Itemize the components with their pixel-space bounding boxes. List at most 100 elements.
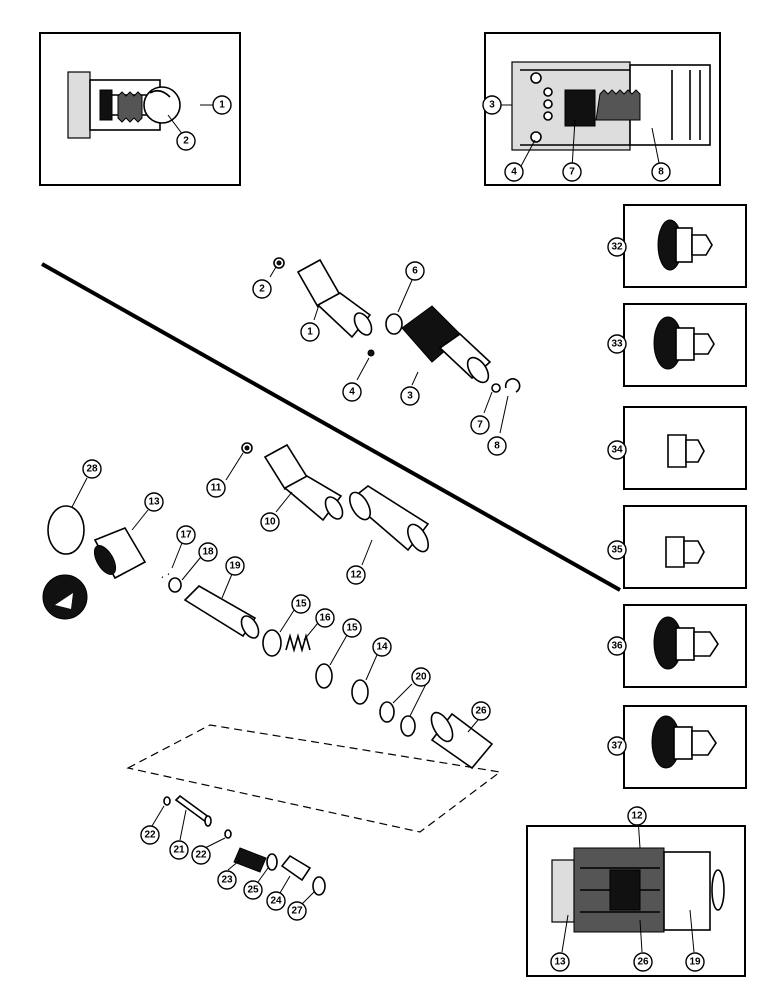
callout-26-inset: 26 [633,952,653,972]
callout-15-a: 15 [291,594,311,614]
callout-34: 34 [607,440,627,460]
svg-text:4: 4 [511,167,517,178]
callout-19: 19 [225,556,245,576]
callout-22-b: 22 [191,845,211,865]
callout-2-inset: 2 [176,131,196,151]
callout-24: 24 [266,891,286,911]
svg-text:26: 26 [475,706,487,717]
svg-text:36: 36 [611,641,623,652]
svg-text:28: 28 [86,464,98,475]
svg-text:34: 34 [611,445,623,456]
callout-11: 11 [206,478,226,498]
svg-text:1: 1 [219,100,225,111]
callout-28: 28 [82,459,102,479]
callout-8: 8 [487,436,507,456]
callout-labels: 1 2 3 4 7 8 2 1 6 3 4 7 8 11 10 12 28 13… [82,95,705,972]
tip-box-32 [623,204,747,288]
svg-text:2: 2 [183,136,189,147]
callout-3-inset: 3 [482,95,502,115]
upper-exploded-assembly [269,257,521,434]
svg-text:25: 25 [247,885,259,896]
callout-7: 7 [470,415,490,435]
tip-box-33 [623,303,747,387]
svg-text:22: 22 [144,830,156,841]
callout-33: 33 [607,334,627,354]
callout-12-inset: 12 [627,806,647,826]
tip-box-34 [623,406,747,490]
callout-26: 26 [471,701,491,721]
svg-text:16: 16 [319,613,331,624]
callout-3: 3 [400,386,420,406]
callout-37: 37 [607,736,627,756]
callout-6: 6 [405,261,425,281]
callout-22-a: 22 [140,825,160,845]
svg-text:17: 17 [180,530,192,541]
svg-text:6: 6 [412,266,418,277]
callout-4: 4 [342,382,362,402]
svg-text:8: 8 [658,167,664,178]
svg-text:8: 8 [494,441,500,452]
callout-12: 12 [346,565,366,585]
callout-21: 21 [169,840,189,860]
svg-text:3: 3 [489,100,495,111]
svg-text:15: 15 [295,599,307,610]
divider-line [41,262,621,592]
callout-20: 20 [411,667,431,687]
svg-text:24: 24 [270,896,282,907]
callout-1-inset: 1 [212,95,232,115]
svg-text:19: 19 [229,561,241,572]
callout-25: 25 [243,880,263,900]
callout-7-inset: 7 [562,162,582,182]
svg-text:27: 27 [291,906,303,917]
callout-4-inset: 4 [504,162,524,182]
callout-19-inset: 19 [685,952,705,972]
callout-13: 13 [144,492,164,512]
svg-text:7: 7 [569,167,575,178]
callout-13-inset: 13 [550,952,570,972]
svg-text:26: 26 [637,957,649,968]
svg-text:12: 12 [631,811,643,822]
tip-box-35 [623,505,747,589]
svg-text:23: 23 [221,875,233,886]
callout-16: 16 [315,608,335,628]
callout-18: 18 [198,542,218,562]
svg-text:15: 15 [346,623,358,634]
svg-text:3: 3 [407,391,413,402]
callout-35: 35 [607,540,627,560]
callout-14: 14 [372,637,392,657]
callout-36: 36 [607,636,627,656]
svg-text:33: 33 [611,339,623,350]
inset-coupler-half-1 [39,32,241,186]
lower-exploded-assembly [42,442,502,905]
svg-text:10: 10 [264,517,276,528]
svg-text:14: 14 [376,642,388,653]
callout-10: 10 [260,512,280,532]
inset-coupler-half-3 [484,32,721,186]
svg-text:2: 2 [259,284,265,295]
svg-text:18: 18 [202,547,214,558]
callout-17: 17 [176,525,196,545]
svg-text:11: 11 [211,483,222,494]
callout-27: 27 [287,901,307,921]
svg-text:19: 19 [689,957,701,968]
svg-text:37: 37 [611,741,623,752]
svg-text:1: 1 [307,327,313,338]
callout-1: 1 [300,322,320,342]
tip-box-37 [623,705,747,789]
svg-text:35: 35 [611,545,623,556]
svg-text:21: 21 [173,845,185,856]
callout-8-inset: 8 [651,162,671,182]
svg-text:12: 12 [350,570,362,581]
svg-text:22: 22 [195,850,207,861]
callout-32: 32 [607,237,627,257]
callout-15-b: 15 [342,618,362,638]
svg-text:4: 4 [349,387,355,398]
tip-box-36 [623,604,747,688]
callout-23: 23 [217,870,237,890]
svg-text:32: 32 [611,242,623,253]
callout-2: 2 [252,279,272,299]
svg-text:20: 20 [415,672,427,683]
svg-text:13: 13 [148,497,160,508]
inset-coupler-12 [526,817,746,977]
